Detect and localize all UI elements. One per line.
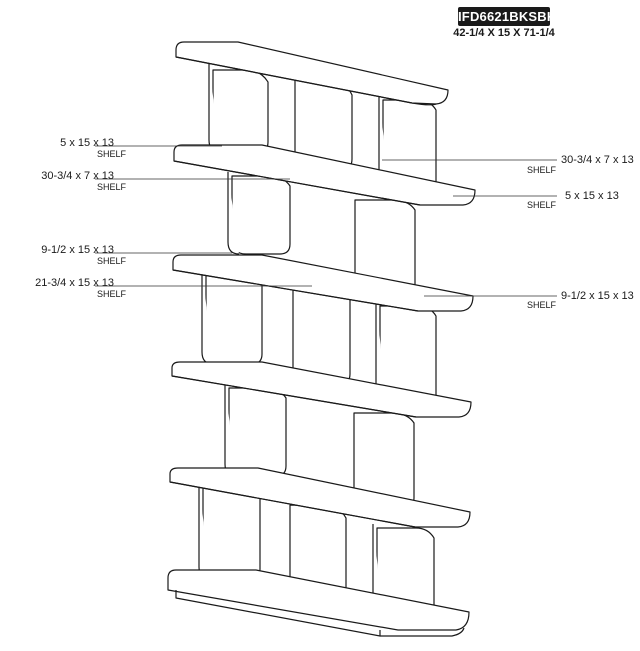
callout-dims: 9-1/2 x 15 x 13 (41, 244, 114, 256)
callout-caption: SHELF (97, 149, 127, 159)
base-plinth (175, 590, 381, 637)
side-panel (202, 486, 261, 580)
base-plinth (380, 627, 465, 637)
side-panel (227, 172, 240, 255)
leader-lines (95, 145, 557, 297)
callout-dims: 30-3/4 x 7 x 13 (561, 154, 634, 166)
callout-caption: SHELF (97, 289, 127, 299)
callout-caption: SHELF (526, 200, 556, 210)
callout-caption: SHELF (526, 300, 556, 310)
base-board (167, 569, 470, 631)
callout-caption: SHELF (97, 182, 127, 192)
shelf-board (171, 361, 472, 418)
side-panel (212, 69, 269, 153)
shelf-edge (169, 481, 416, 528)
callout-caption: SHELF (526, 165, 556, 175)
shelf-board (173, 144, 476, 206)
top-board-edge (175, 56, 437, 106)
callout-dims: 30-3/4 x 7 x 13 (41, 170, 114, 182)
callout-dims: 5 x 15 x 13 (60, 137, 114, 149)
top-board (175, 41, 449, 105)
side-panel (231, 175, 291, 255)
callout-caption: SHELF (97, 256, 127, 266)
shelf-edge (173, 160, 421, 206)
callout-dims: 21-3/4 x 15 x 13 (35, 277, 114, 289)
overall-dimensions: 42-1/4 X 15 X 71-1/4 (453, 27, 555, 39)
side-panel (228, 387, 287, 477)
shelf-edge (171, 375, 417, 418)
shelf-edge (172, 269, 419, 312)
callout-dims: 9-1/2 x 15 x 13 (561, 290, 634, 302)
shelf-board (169, 467, 471, 528)
model-number-badge: IFD6621BKSBK (458, 7, 557, 26)
callout-dims: 5 x 15 x 13 (565, 190, 619, 202)
